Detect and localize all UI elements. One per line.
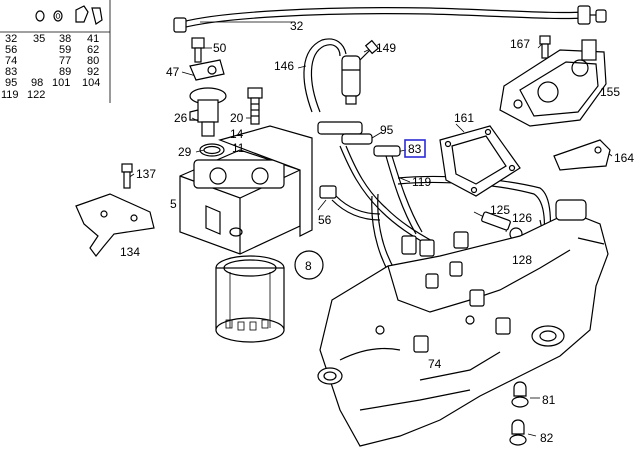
- table-cell[interactable]: 95: [5, 77, 17, 89]
- part-label-20[interactable]: 20: [230, 111, 244, 125]
- table-row-4: 95 98 101 104: [5, 77, 100, 89]
- table-cell[interactable]: 59: [59, 44, 71, 56]
- valve-20: [247, 87, 263, 125]
- part-label-29[interactable]: 29: [178, 145, 192, 159]
- pump-26: [189, 87, 227, 137]
- part-label-83-highlight: [404, 139, 426, 158]
- clamp-82: [509, 419, 527, 446]
- table-row-3: 83 89 92: [5, 66, 99, 78]
- hose-146: [303, 38, 347, 113]
- valve-149: [341, 39, 380, 105]
- washer-icons: [35, 5, 103, 25]
- table-row-5: 119 122: [1, 89, 45, 101]
- bolt-167: [539, 35, 551, 59]
- part-label-74[interactable]: 74: [428, 357, 442, 371]
- injection-pump-body: [317, 199, 609, 447]
- table-cell[interactable]: 92: [87, 66, 99, 78]
- part-label-82[interactable]: 82: [540, 431, 554, 445]
- part-label-32[interactable]: 32: [290, 19, 304, 33]
- pump-connectors: [401, 231, 511, 353]
- table-cell[interactable]: 104: [82, 77, 100, 89]
- part-label-14[interactable]: 14: [230, 127, 244, 141]
- fuel-line-32: [173, 5, 607, 33]
- part-label-167[interactable]: 167: [510, 37, 530, 51]
- table-cell[interactable]: 89: [59, 66, 71, 78]
- bolt-50: [191, 37, 205, 63]
- table-cell[interactable]: 38: [59, 33, 71, 45]
- part-label-5[interactable]: 5: [170, 197, 177, 211]
- part-label-155[interactable]: 155: [600, 85, 620, 99]
- part-label-161[interactable]: 161: [454, 111, 474, 125]
- bracket-134: [75, 193, 155, 257]
- table-cell[interactable]: 62: [87, 44, 99, 56]
- pump-head-155: [499, 39, 607, 127]
- part-label-26[interactable]: 26: [174, 111, 188, 125]
- part-label-134[interactable]: 134: [120, 245, 140, 259]
- part-label-125[interactable]: 125: [490, 203, 510, 217]
- clamp-81: [511, 381, 529, 408]
- part-label-56[interactable]: 56: [318, 213, 332, 227]
- part-label-119[interactable]: 119: [412, 175, 431, 189]
- part-label-83[interactable]: 83: [408, 142, 422, 156]
- part-labels: 32 50 47 26 20 14 11 29 137 5 134 8 146 …: [120, 19, 634, 445]
- table-cell[interactable]: 98: [31, 77, 43, 89]
- bracket-47: [189, 59, 225, 81]
- table-cell[interactable]: 56: [5, 44, 17, 56]
- part-label-50[interactable]: 50: [213, 41, 227, 55]
- fitting-56: [319, 185, 381, 221]
- part-label-126[interactable]: 126: [512, 211, 532, 225]
- part-label-137[interactable]: 137: [136, 167, 156, 181]
- seal-ring-29: [199, 143, 225, 157]
- part-label-164[interactable]: 164: [614, 151, 634, 165]
- part-label-11[interactable]: 11: [232, 141, 245, 155]
- table-cell[interactable]: 77: [59, 55, 71, 67]
- table-cell[interactable]: 32: [5, 33, 17, 45]
- table-cell[interactable]: 35: [33, 33, 45, 45]
- gasket-161: [439, 125, 521, 197]
- table-cell[interactable]: 80: [87, 55, 99, 67]
- table-cell[interactable]: 122: [27, 89, 45, 101]
- callout-circle-8: [294, 250, 324, 280]
- table-cell[interactable]: 119: [1, 89, 19, 101]
- screw-137: [121, 163, 133, 189]
- table-cell[interactable]: 74: [5, 55, 17, 67]
- table-cell[interactable]: 83: [5, 66, 17, 78]
- part-label-95[interactable]: 95: [380, 123, 394, 137]
- part-label-149[interactable]: 149: [376, 41, 396, 55]
- filter-housing-5: [179, 149, 301, 255]
- table-row-0: 32 35 38 41: [5, 33, 99, 45]
- parts-table: 32 35 38 41 56 59 62 74 77 80 83 89 92 9…: [0, 0, 111, 103]
- part-label-8[interactable]: 8: [305, 259, 312, 273]
- table-row-1: 56 59 62: [5, 44, 99, 56]
- part-label-81[interactable]: 81: [542, 393, 556, 407]
- part-label-47[interactable]: 47: [166, 65, 180, 79]
- fittings-95: [317, 121, 401, 157]
- part-label-146[interactable]: 146: [274, 59, 294, 73]
- mounting-block: [218, 125, 313, 237]
- table-cell[interactable]: 101: [52, 77, 70, 89]
- table-row-2: 74 77 80: [5, 55, 99, 67]
- fuel-filter-8: [215, 255, 285, 343]
- bracket-164: [553, 139, 611, 171]
- part-label-128[interactable]: 128: [512, 253, 532, 267]
- table-cell[interactable]: 41: [87, 33, 99, 45]
